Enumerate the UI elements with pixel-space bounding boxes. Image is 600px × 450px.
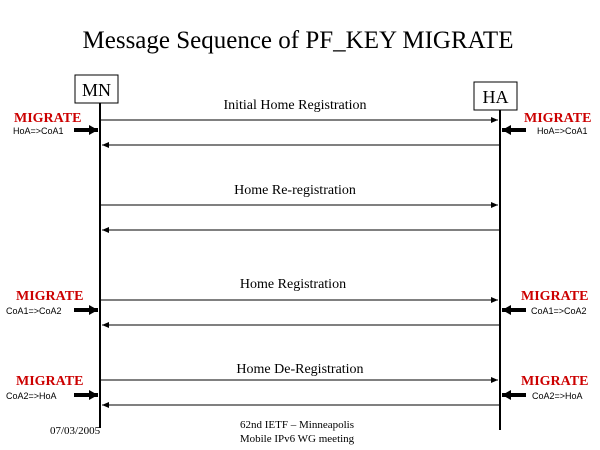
message-initial-home-registration: Initial Home Registration — [101, 98, 499, 148]
migrate-detail-right: CoA1=>CoA2 — [531, 306, 587, 316]
migrate-label-right: MIGRATE — [524, 111, 591, 126]
footer-line2: Mobile IPv6 WG meeting — [240, 433, 355, 445]
entity-mn-label: MN — [82, 80, 111, 100]
migrate-label-left: MIGRATE — [16, 374, 83, 389]
entity-ha: HA — [473, 81, 518, 111]
migrate-label-left: MIGRATE — [14, 111, 81, 126]
migrate-detail-left: CoA2=>HoA — [6, 391, 57, 401]
migrate-detail-left: HoA=>CoA1 — [13, 126, 64, 136]
migrate-detail-left: CoA1=>CoA2 — [6, 306, 62, 316]
entity-mn-box — [74, 74, 119, 104]
entity-ha-label: HA — [483, 87, 509, 107]
migrate-label-right: MIGRATE — [521, 289, 588, 304]
migrate-label-right: MIGRATE — [521, 374, 588, 389]
entity-ha-box — [473, 81, 518, 111]
footer-date: 07/03/2005 — [50, 425, 101, 437]
migrate-label-left: MIGRATE — [16, 289, 83, 304]
message-label: Home Re-registration — [234, 183, 356, 198]
migrate-detail-right: CoA2=>HoA — [532, 391, 583, 401]
page-title: Message Sequence of PF_KEY MIGRATE — [83, 27, 514, 54]
message-home-de-registration: Home De-Registration — [101, 362, 499, 408]
migrate-detail-right: HoA=>CoA1 — [537, 126, 588, 136]
message-label: Home De-Registration — [236, 362, 363, 377]
migrate-event-1: MIGRATE HoA=>CoA1 MIGRATE HoA=>CoA1 — [13, 111, 591, 136]
migrate-event-3: MIGRATE CoA2=>HoA MIGRATE CoA2=>HoA — [6, 374, 588, 401]
footer-line1: 62nd IETF – Minneapolis — [240, 419, 354, 431]
message-home-re-registration: Home Re-registration — [101, 183, 499, 233]
migrate-event-2: MIGRATE CoA1=>CoA2 MIGRATE CoA1=>CoA2 — [6, 289, 588, 316]
message-home-registration: Home Registration — [101, 277, 499, 328]
message-label: Initial Home Registration — [223, 98, 366, 113]
message-label: Home Registration — [240, 277, 346, 292]
entity-mn: MN — [74, 74, 119, 104]
